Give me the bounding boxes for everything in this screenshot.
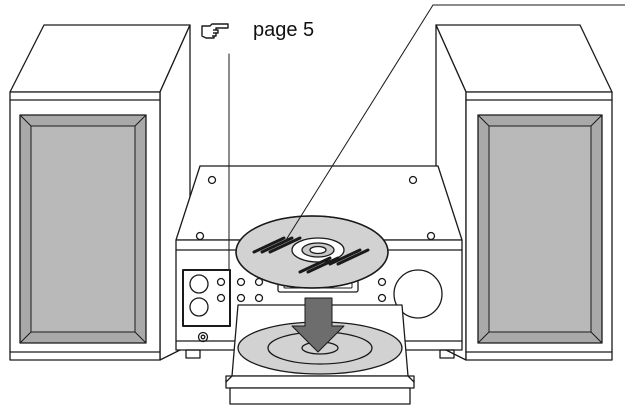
knob-upper — [189, 274, 209, 294]
disc-tray-front — [225, 375, 415, 389]
disc-label-marks — [252, 236, 370, 274]
left-speaker-top — [9, 24, 191, 93]
leader-line-disc — [285, 4, 434, 241]
left-speaker — [9, 24, 191, 361]
compact-disc — [235, 215, 389, 289]
volume-dial — [393, 269, 443, 319]
insert-down-arrow — [291, 297, 345, 353]
page-reference-label: page 5 — [253, 19, 315, 41]
headphone-jack — [197, 331, 209, 343]
control-panel-highlight — [182, 269, 231, 327]
right-speaker-top — [435, 24, 613, 93]
right-speaker — [435, 24, 613, 361]
knob-lower — [189, 297, 209, 317]
pointing-hand-icon — [201, 23, 229, 39]
